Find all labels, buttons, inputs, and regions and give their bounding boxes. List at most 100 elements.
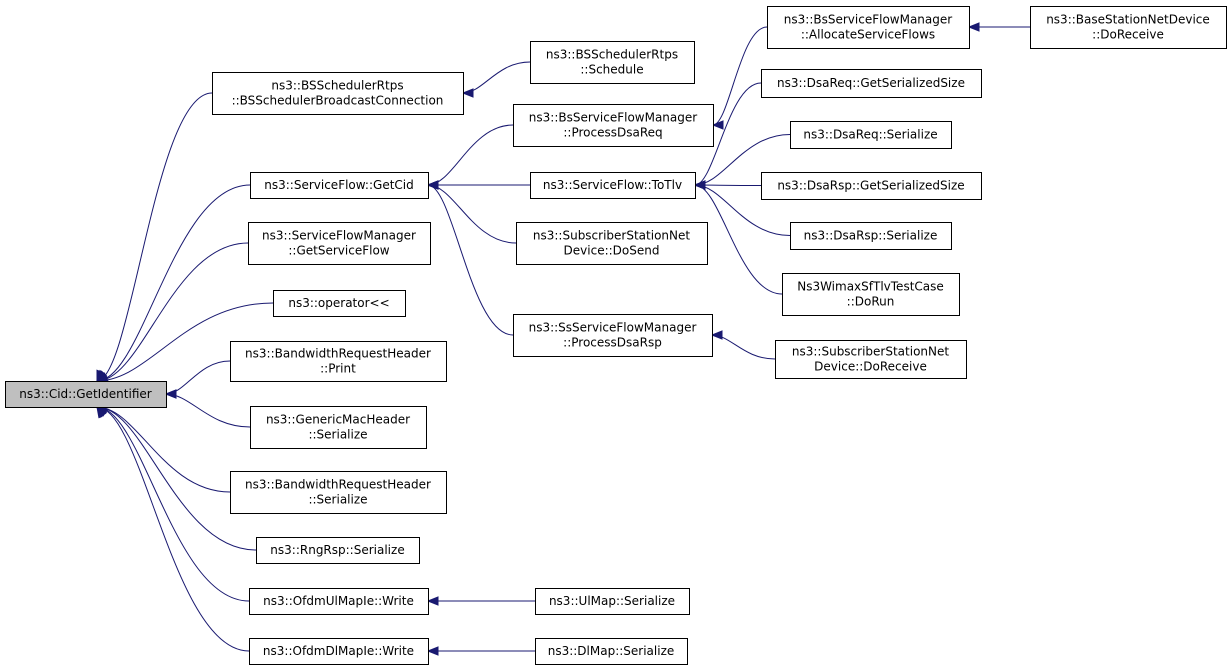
- edge-ssdosend-to-getcid: [427, 184, 517, 244]
- edge-dlwrite-to-root: [96, 406, 250, 652]
- node-label: ns3::SsServiceFlowManager: [529, 321, 697, 335]
- node-label: ::Schedule: [580, 63, 643, 77]
- node-label: ns3::SubscriberStationNet: [792, 345, 949, 359]
- node-box: [5, 381, 167, 408]
- edge-ulwrite-to-root: [96, 406, 250, 602]
- edge-bwprint-to-root: [165, 360, 231, 395]
- node-label: Ns3WimaxSfTlvTestCase: [797, 280, 944, 294]
- node-label: ns3::BandwidthRequestHeader: [245, 478, 431, 492]
- node-label: ns3::BaseStationNetDevice: [1046, 13, 1210, 27]
- node-label: ns3::GenericMacHeader: [266, 413, 410, 427]
- node-dsareqser[interactable]: ns3::DsaReq::Serialize: [790, 121, 952, 149]
- node-dlwrite[interactable]: ns3::OfdmDlMapIe::Write: [249, 638, 429, 665]
- node-bwser[interactable]: ns3::BandwidthRequestHeader::Serialize: [230, 471, 447, 514]
- node-tlvtest[interactable]: Ns3WimaxSfTlvTestCase::DoRun: [782, 273, 960, 316]
- edge-arrowhead: [710, 330, 723, 340]
- node-dsareqgs[interactable]: ns3::DsaReq::GetSerializedSize: [761, 69, 982, 98]
- edge-arrowhead: [96, 405, 107, 419]
- edge-dsareqgs-to-totlv: [694, 82, 762, 186]
- node-box: [530, 41, 695, 84]
- node-label: ns3::OfdmUlMapIe::Write: [263, 594, 414, 608]
- edge-tlvtest-to-totlv: [694, 184, 783, 295]
- node-procrsp[interactable]: ns3::SsServiceFlowManager::ProcessDsaRsp: [513, 314, 713, 357]
- node-bwprint[interactable]: ns3::BandwidthRequestHeader::Print: [230, 341, 447, 382]
- node-box: [513, 314, 713, 357]
- node-box: [212, 72, 464, 115]
- edge-procrsp-to-getcid: [427, 184, 514, 336]
- node-schedule[interactable]: ns3::BSSchedulerRtps::Schedule: [530, 41, 695, 84]
- node-sfmgsf[interactable]: ns3::ServiceFlowManager::GetServiceFlow: [248, 222, 431, 265]
- edge-sfmgsf-to-root: [96, 242, 249, 382]
- node-label: ns3::BsServiceFlowManager: [529, 111, 697, 125]
- node-label: ns3::RngRsp::Serialize: [270, 543, 404, 557]
- node-label: ::BSSchedulerBroadcastConnection: [232, 94, 444, 108]
- node-label: ::DoReceive: [1092, 28, 1164, 42]
- node-box: [249, 588, 429, 615]
- node-bssched[interactable]: ns3::BSSchedulerRtps::BSSchedulerBroadca…: [212, 72, 464, 115]
- node-ulwrite[interactable]: ns3::OfdmUlMapIe::Write: [249, 588, 429, 615]
- node-box: [273, 290, 406, 317]
- node-gmhser[interactable]: ns3::GenericMacHeader::Serialize: [250, 406, 427, 449]
- node-label: ns3::DsaReq::GetSerializedSize: [777, 76, 965, 90]
- edge-oplt-to-root: [96, 302, 274, 382]
- node-root[interactable]: ns3::Cid::GetIdentifier: [5, 381, 167, 408]
- node-label: ns3::DsaReq::Serialize: [803, 128, 937, 142]
- node-procreq[interactable]: ns3::BsServiceFlowManager::ProcessDsaReq: [513, 104, 714, 147]
- node-box: [256, 537, 420, 564]
- node-box: [249, 638, 429, 665]
- node-label: ::GetServiceFlow: [288, 244, 389, 258]
- edge-arrowhead: [461, 88, 474, 98]
- edge-bssched-to-root: [96, 92, 213, 382]
- node-label: ::Serialize: [308, 493, 367, 507]
- node-label: ns3::operator<<: [288, 296, 389, 310]
- node-getcid[interactable]: ns3::ServiceFlow::GetCid: [250, 172, 429, 199]
- node-box: [782, 273, 960, 316]
- edge-arrowhead: [95, 372, 109, 382]
- node-box: [535, 638, 688, 665]
- node-label: Device::DoSend: [564, 244, 660, 258]
- edge-rngrsp-to-root: [96, 406, 257, 551]
- node-dsarspser[interactable]: ns3::DsaRsp::Serialize: [790, 222, 952, 250]
- node-totlv[interactable]: ns3::ServiceFlow::ToTlv: [530, 172, 696, 199]
- node-box: [230, 471, 447, 514]
- node-label: Device::DoReceive: [814, 360, 927, 374]
- node-dsarspgs[interactable]: ns3::DsaRsp::GetSerializedSize: [761, 172, 982, 200]
- node-box: [250, 406, 427, 449]
- node-bsrecv[interactable]: ns3::BaseStationNetDevice::DoReceive: [1030, 6, 1227, 49]
- node-label: ns3::SubscriberStationNet: [533, 229, 690, 243]
- node-label: ns3::UlMap::Serialize: [549, 594, 675, 608]
- node-box: [516, 222, 708, 265]
- node-ssrecv[interactable]: ns3::SubscriberStationNetDevice::DoRecei…: [775, 340, 967, 379]
- node-label: ns3::ServiceFlowManager: [262, 229, 416, 243]
- node-label: ::ProcessDsaReq: [563, 126, 662, 140]
- node-box: [248, 222, 431, 265]
- edge-procreq-to-getcid: [427, 124, 514, 186]
- node-label: ns3::ServiceFlow::GetCid: [264, 178, 413, 192]
- node-oplt[interactable]: ns3::operator<<: [273, 290, 406, 317]
- edge-arrowhead: [711, 120, 724, 130]
- node-label: ns3::BSSchedulerRtps: [546, 48, 678, 62]
- node-box: [790, 121, 952, 149]
- nodes-layer: ns3::Cid::GetIdentifier ns3::BSSchedulerR…: [5, 6, 1227, 665]
- edge-arrowhead: [426, 180, 439, 190]
- node-label: ns3::DsaRsp::GetSerializedSize: [777, 179, 964, 193]
- node-box: [761, 69, 982, 98]
- edge-arrowhead: [164, 389, 177, 399]
- node-rngrsp[interactable]: ns3::RngRsp::Serialize: [256, 537, 420, 564]
- node-label: ns3::BandwidthRequestHeader: [245, 347, 431, 361]
- node-label: ::DoRun: [847, 295, 895, 309]
- node-box: [767, 6, 970, 49]
- node-dlmapser[interactable]: ns3::DlMap::Serialize: [535, 638, 688, 665]
- node-label: ns3::Cid::GetIdentifier: [19, 387, 152, 401]
- edge-alloc-to-procreq: [712, 26, 768, 126]
- edge-schedule-to-bssched: [462, 61, 531, 94]
- node-box: [775, 340, 967, 379]
- node-alloc[interactable]: ns3::BsServiceFlowManager::AllocateServi…: [767, 6, 970, 49]
- node-ulmapser[interactable]: ns3::UlMap::Serialize: [535, 588, 690, 615]
- node-box: [1030, 6, 1227, 49]
- node-label: ns3::OfdmDlMapIe::Write: [263, 644, 414, 658]
- node-label: ::Serialize: [308, 428, 367, 442]
- node-box: [535, 588, 690, 615]
